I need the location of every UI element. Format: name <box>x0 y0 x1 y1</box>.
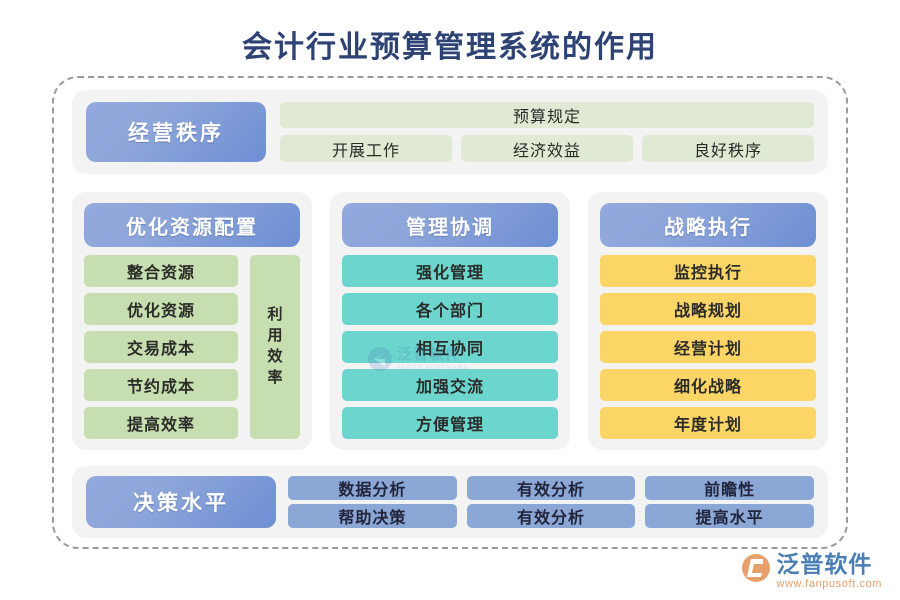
strategy-execution-item-1[interactable]: 战略规划 <box>600 293 816 325</box>
resource-allocation-item-2[interactable]: 交易成本 <box>84 331 238 363</box>
decision-level-item-0[interactable]: 数据分析 <box>288 476 457 500</box>
resource-allocation-item-0[interactable]: 整合资源 <box>84 255 238 287</box>
section-strategy-execution: 战略执行 监控执行 战略规划 经营计划 细化战略 年度计划 <box>588 192 828 450</box>
brand-logo-text: 泛普软件 www.fanpusoft.com <box>776 553 882 590</box>
operating-order-wide-item[interactable]: 预算规定 <box>280 102 814 128</box>
side-label-char-0: 利 <box>267 307 283 323</box>
section-header-resource-allocation[interactable]: 优化资源配置 <box>84 203 300 247</box>
operating-order-item-2[interactable]: 良好秩序 <box>642 135 814 162</box>
section-resource-allocation: 优化资源配置 整合资源 优化资源 交易成本 节约成本 提高效率 利 用 效 率 <box>72 192 312 450</box>
section-header-operating-order[interactable]: 经营秩序 <box>86 102 266 162</box>
section-decision-level: 决策水平 数据分析 有效分析 前瞻性 帮助决策 有效分析 提高水平 <box>72 466 828 538</box>
management-coordination-item-1[interactable]: 各个部门 <box>342 293 558 325</box>
strategy-execution-item-2[interactable]: 经营计划 <box>600 331 816 363</box>
brand-name: 泛普软件 <box>776 551 873 577</box>
side-label-char-1: 用 <box>267 328 283 344</box>
operating-order-item-1[interactable]: 经济效益 <box>461 135 633 162</box>
section-header-strategy-execution[interactable]: 战略执行 <box>600 203 816 247</box>
resource-allocation-item-3[interactable]: 节约成本 <box>84 369 238 401</box>
decision-level-item-1[interactable]: 有效分析 <box>466 476 636 500</box>
operating-order-item-0[interactable]: 开展工作 <box>280 135 452 162</box>
page-title: 会计行业预算管理系统的作用 <box>242 31 658 64</box>
management-coordination-item-4[interactable]: 方便管理 <box>342 407 558 439</box>
strategy-execution-item-3[interactable]: 细化战略 <box>600 369 816 401</box>
section-header-management-coordination[interactable]: 管理协调 <box>342 203 558 247</box>
resource-allocation-item-1[interactable]: 优化资源 <box>84 293 238 325</box>
side-label-char-3: 率 <box>267 370 283 386</box>
management-coordination-item-2[interactable]: 相互协同 <box>342 331 558 363</box>
management-coordination-item-list: 强化管理 各个部门 相互协同 加强交流 方便管理 <box>342 255 558 439</box>
decision-level-item-5[interactable]: 提高水平 <box>645 504 814 528</box>
side-label-char-2: 效 <box>267 349 283 365</box>
brand-logo: 泛普软件 www.fanpusoft.com <box>742 553 882 590</box>
brand-url: www.fanpusoft.com <box>776 578 882 590</box>
diagram-frame <box>52 76 848 549</box>
section-header-decision-level[interactable]: 决策水平 <box>86 476 276 528</box>
decision-level-item-2[interactable]: 前瞻性 <box>645 476 814 500</box>
resource-allocation-item-4[interactable]: 提高效率 <box>84 407 238 439</box>
strategy-execution-item-list: 监控执行 战略规划 经营计划 细化战略 年度计划 <box>600 255 816 439</box>
resource-allocation-item-list: 整合资源 优化资源 交易成本 节约成本 提高效率 <box>84 255 238 439</box>
management-coordination-item-3[interactable]: 加强交流 <box>342 369 558 401</box>
fanpu-logo-icon <box>742 554 771 582</box>
strategy-execution-item-0[interactable]: 监控执行 <box>600 255 816 287</box>
strategy-execution-item-4[interactable]: 年度计划 <box>600 407 816 439</box>
decision-level-item-4[interactable]: 有效分析 <box>466 504 636 528</box>
section-operating-order: 经营秩序 预算规定 开展工作 经济效益 良好秩序 <box>72 90 828 174</box>
decision-level-item-3[interactable]: 帮助决策 <box>288 504 457 528</box>
resource-allocation-side-label[interactable]: 利 用 效 率 <box>250 255 300 439</box>
management-coordination-item-0[interactable]: 强化管理 <box>342 255 558 287</box>
section-management-coordination: 管理协调 强化管理 各个部门 相互协同 加强交流 方便管理 <box>330 192 570 450</box>
decision-level-item-grid: 数据分析 有效分析 前瞻性 帮助决策 有效分析 提高水平 <box>288 476 814 528</box>
